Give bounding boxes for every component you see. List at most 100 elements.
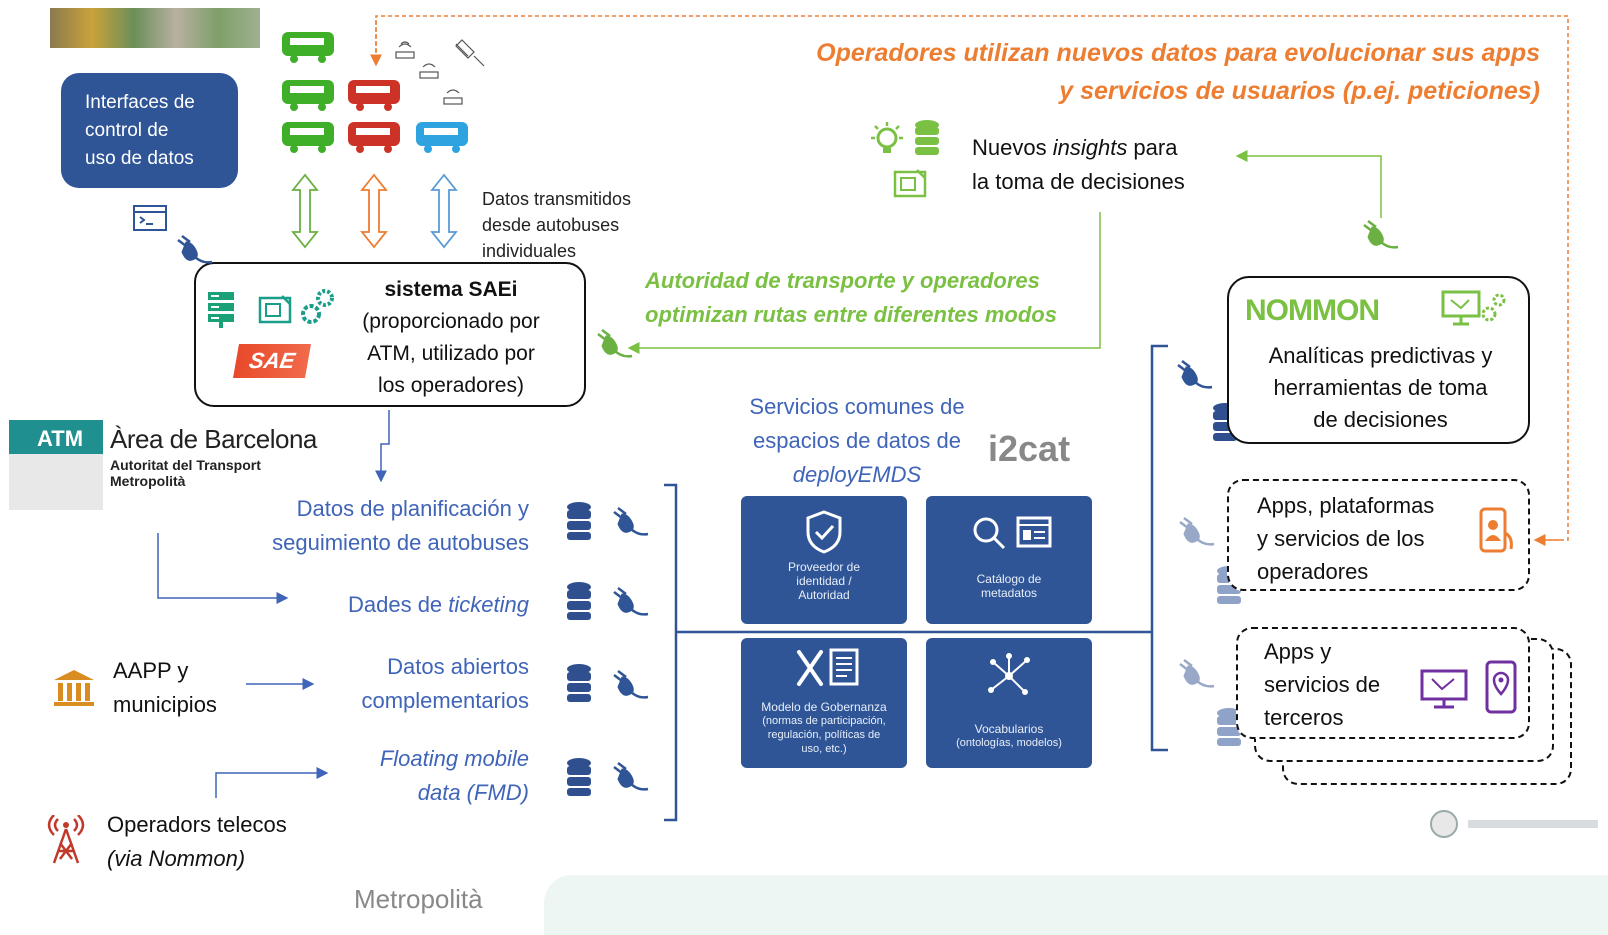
green-line1: Autoridad de transporte y operadores (645, 268, 1040, 293)
terminal-icon (133, 205, 167, 231)
tile-governance: Modelo de Gobernanza (normas de particip… (741, 638, 907, 768)
interfaces-box: Interfaces de control de uso de datos (61, 73, 238, 188)
nommon-line3: de decisiones (1313, 407, 1448, 432)
services-title: Servicios comunes de espacios de datos d… (722, 390, 992, 492)
shield-check-icon (741, 508, 907, 556)
telecos-line2: (via Nommon) (107, 846, 246, 871)
interfaces-line2: control de (85, 120, 169, 141)
tile-identity-line3: Autoridad (798, 588, 850, 602)
i2cat-logo: i2cat (988, 428, 1070, 470)
open-line1: Datos abiertos (387, 654, 529, 679)
tile-governance-line1: Modelo de Gobernanza (761, 700, 887, 714)
sae-text: sistema SAEi (proporcionado por ATM, uti… (326, 274, 576, 402)
source-open-data: Datos abiertos complementarios (361, 650, 529, 718)
monitor-route-icon (1420, 667, 1470, 711)
telecos-line1: Operadors telecos (107, 812, 287, 837)
atm-name: Àrea de Barcelona (110, 424, 317, 454)
interfaces-line1: Interfaces de (85, 92, 195, 113)
bus-data-line3: individuales (482, 241, 577, 261)
tile-catalog-line1: Catálogo de (976, 572, 1042, 586)
source-planning: Datos de planificación y seguimiento de … (272, 492, 529, 560)
sae-line2: ATM, utilizado por (367, 342, 535, 365)
orange-line2: y servicios de usuarios (p.ej. peticione… (1059, 77, 1540, 105)
insights-label: Nuevos insights para la toma de decision… (972, 131, 1185, 199)
atm-sub2: Metropolità (110, 473, 186, 489)
government-building-icon (52, 668, 96, 708)
green-annotation: Autoridad de transporte y operadores opt… (645, 264, 1057, 332)
tile-governance-line2: (normas de participación, (762, 715, 886, 727)
telecos-label: Operadors telecos (via Nommon) (107, 808, 287, 876)
aapp-line2: municipios (113, 692, 217, 717)
database-green-icon (914, 120, 940, 158)
apps-third-line3: terceros (1264, 705, 1344, 730)
tile-identity: Proveedor de identidad / Autoridad (741, 496, 907, 624)
tile-vocab: Vocabularios (ontologías, modelos) (926, 638, 1092, 768)
atm-abbr: ATM (37, 426, 84, 451)
tile-identity-line1: Proveedor de (787, 560, 861, 574)
source-ticketing: Dades de ticketing (348, 588, 529, 622)
tile-catalog-line2: metadatos (980, 586, 1038, 600)
apps-operators-text: Apps, plataformas y servicios de los ope… (1257, 489, 1434, 588)
atm-sub: Autoritat del Transport Metropolità (110, 457, 261, 489)
insights-post: para (1127, 135, 1178, 160)
lightbulb-icon (867, 120, 907, 160)
sae-line1: (proporcionado por (362, 310, 540, 333)
bus-photos (50, 8, 260, 48)
search-catalog-icon (926, 512, 1092, 556)
tile-vocab-line2: (ontologías, modelos) (956, 737, 1062, 749)
apps-operators-line2: y servicios de los (1257, 526, 1425, 551)
mobile-user-icon (1477, 503, 1513, 557)
apps-operators-box: Apps, plataformas y servicios de los ope… (1227, 479, 1530, 591)
nommon-logo: NOMMON (1245, 294, 1380, 327)
atm-logo: ATM (9, 420, 103, 510)
nommon-box: NOMMON Analíticas predictivas y herramie… (1227, 276, 1530, 444)
nommon-line1: Analíticas predictivas y (1268, 343, 1493, 368)
antenna-tower-icon (46, 814, 86, 865)
phone-location-icon (1484, 659, 1518, 715)
bus-data-label: Datos transmitidos desde autobuses indiv… (482, 186, 631, 264)
tile-vocab-line1: Vocabularios (974, 722, 1044, 736)
ticketing-em: ticketing (448, 592, 529, 617)
orange-annotation: Operadores utilizan nuevos datos para ev… (816, 34, 1540, 110)
monitor-analytics-icon (1439, 288, 1509, 328)
gears-icon (300, 288, 334, 326)
sae-system-box: sistema SAEi (proporcionado por ATM, uti… (194, 262, 586, 407)
insights-line2: la toma de decisiones (972, 169, 1185, 194)
tile-identity-line2: identidad / (796, 574, 852, 588)
nommon-text: Analíticas predictivas y herramientas de… (1229, 340, 1532, 436)
open-line2: complementarios (361, 688, 529, 713)
sae-title: sistema SAEi (384, 278, 518, 301)
fmd-line1: Floating mobile (379, 746, 529, 771)
atm-logo-band (9, 420, 103, 454)
interfaces-line3: uso de datos (85, 148, 194, 169)
orange-line1: Operadores utilizan nuevos datos para ev… (816, 39, 1540, 67)
server-icon (208, 292, 234, 328)
insights-em: insights (1052, 135, 1128, 160)
insights-pre: Nuevos (972, 135, 1053, 160)
aapp-line1: AAPP y (113, 658, 189, 683)
sae-logo: SAE (233, 344, 311, 378)
blueprint-icon (258, 294, 294, 326)
aapp-label: AAPP y municipios (113, 654, 217, 722)
urban-mobility-logo (1428, 808, 1603, 840)
blueprint-green-icon (893, 168, 931, 200)
planning-line1: Datos de planificación y (296, 496, 529, 521)
tile-governance-line3: regulación, políticas de (767, 729, 881, 741)
apps-operators-line3: operadores (1257, 559, 1369, 584)
apps-third-text: Apps y servicios de terceros (1264, 635, 1380, 734)
apps-third-line2: servicios de (1264, 672, 1381, 697)
planning-line2: seguimiento de autobuses (272, 530, 529, 555)
bus-data-line1: Datos transmitidos (482, 189, 632, 209)
tile-catalog: Catálogo de metadatos (926, 496, 1092, 624)
nommon-line2: herramientas de toma (1273, 375, 1488, 400)
tile-governance-line4: uso, etc.) (801, 743, 847, 755)
green-line2: optimizan rutas entre diferentes modos (645, 302, 1057, 327)
footer-band (544, 875, 1608, 935)
i2cat-logo-text: i2cat (988, 428, 1071, 469)
apps-third-line1: Apps y (1264, 639, 1332, 664)
atm-sub1: Autoritat del Transport (110, 457, 261, 473)
insights-line1: Nuevos insights para (972, 131, 1185, 165)
services-line1: Servicios comunes de (749, 394, 965, 419)
sae-line3: los operadores) (378, 374, 524, 397)
ticketing-pre: Dades de (347, 592, 449, 617)
